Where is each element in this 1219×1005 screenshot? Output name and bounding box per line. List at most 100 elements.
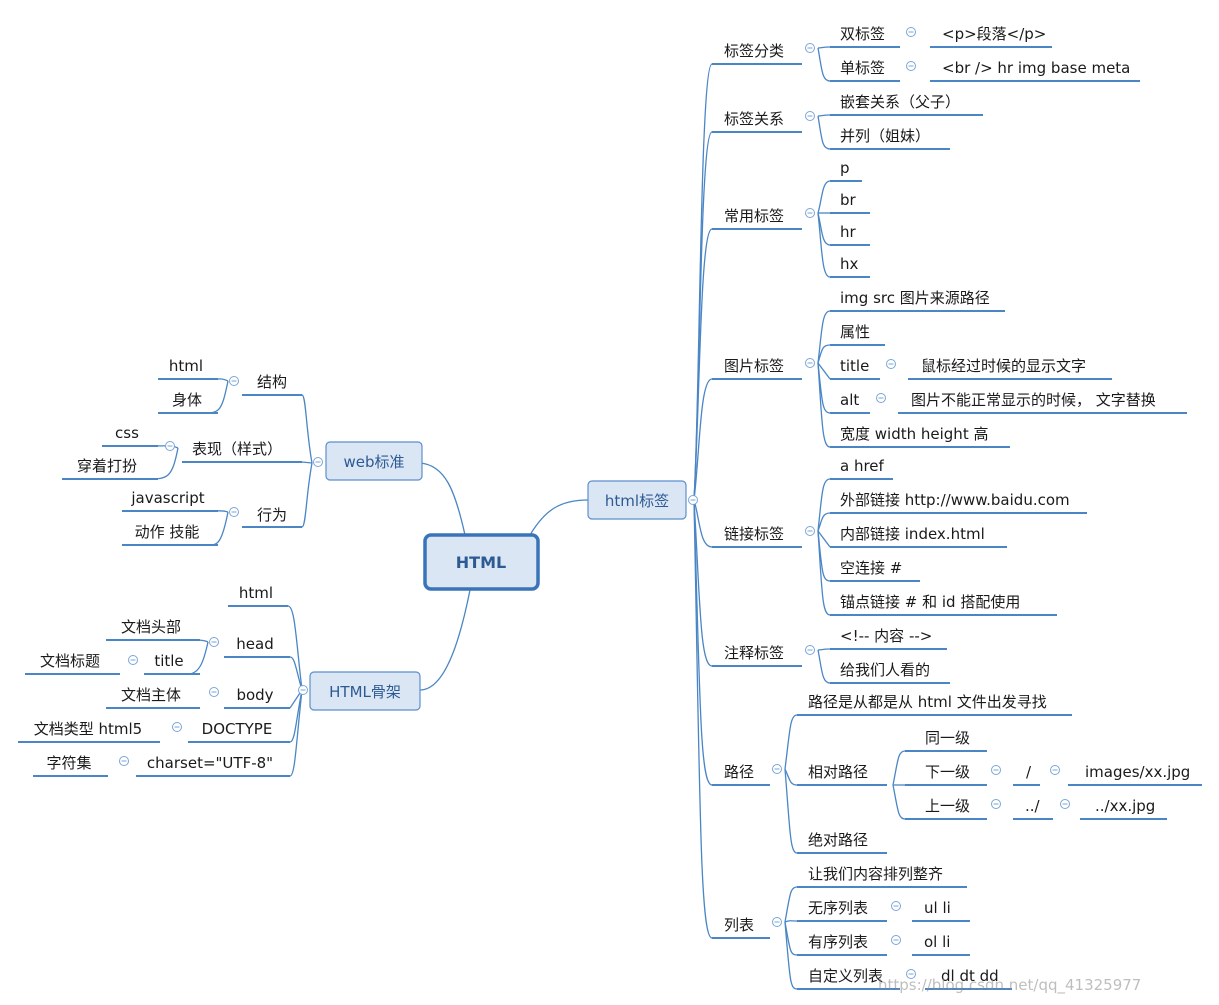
collapse-toggle-icon[interactable] (229, 376, 239, 386)
node-img-size: 宽度 width height 高 (840, 425, 988, 443)
node-same-level: 同一级 (925, 729, 970, 747)
node-html-skeleton[interactable]: HTML骨架 (309, 671, 421, 711)
node-img-title-desc: 鼠标经过时候的显示文字 (921, 357, 1086, 375)
node-down-example: images/xx.jpg (1085, 763, 1190, 781)
node-structure-body: 身体 (172, 391, 202, 409)
collapse-toggle-icon[interactable] (165, 441, 175, 451)
node-path: 路径 (724, 763, 754, 781)
collapse-toggle-icon[interactable] (805, 208, 815, 218)
node-charset: charset="UTF-8" (147, 754, 273, 772)
node-link-external: 外部链接 http://www.baidu.com (840, 491, 1070, 509)
node-charset-value: 字符集 (46, 754, 91, 772)
node-double-tag-example: <p>段落</p> (942, 25, 1046, 43)
collapse-toggle-icon[interactable] (128, 655, 138, 665)
node-presentation-css: css (115, 424, 139, 442)
node-absolute-path: 绝对路径 (808, 831, 868, 849)
collapse-toggle-icon[interactable] (906, 61, 916, 71)
node-doctype: DOCTYPE (202, 720, 273, 738)
node-path-intro: 路径是从都是从 html 文件出发寻找 (808, 693, 1047, 711)
root-node[interactable]: HTML (423, 533, 540, 591)
collapse-toggle-icon[interactable] (209, 637, 219, 647)
collapse-toggle-icon[interactable] (991, 765, 1001, 775)
node-list-intro: 让我们内容排列整齐 (808, 865, 943, 883)
node-body: body (236, 686, 273, 704)
collapse-toggle-icon[interactable] (772, 764, 782, 774)
collapse-toggle-icon[interactable] (313, 457, 323, 467)
collapse-toggle-icon[interactable] (229, 507, 239, 517)
node-html-skeleton-label: HTML骨架 (329, 683, 401, 701)
node-ul-value: ul li (924, 899, 951, 917)
collapse-toggle-icon[interactable] (805, 43, 815, 53)
collapse-toggle-icon[interactable] (805, 645, 815, 655)
node-link-tag: 链接标签 (724, 525, 784, 543)
node-comment-syntax: <!-- 内容 --> (840, 627, 932, 645)
node-down-sep: / (1026, 763, 1032, 781)
node-common-tags: 常用标签 (724, 207, 784, 225)
node-presentation-dress: 穿着打扮 (77, 457, 137, 475)
node-img-title: title (840, 357, 869, 375)
node-parallel: 并列（姐妹） (840, 127, 930, 145)
node-img-alt-desc: 图片不能正常显示的时候， 文字替换 (911, 391, 1156, 409)
node-tag-category: 标签分类 (724, 42, 784, 60)
node-doc-body: 文档主体 (121, 686, 181, 704)
node-underlines (18, 46, 1202, 990)
node-ul: 无序列表 (808, 899, 868, 917)
collapse-toggle-icon[interactable] (172, 722, 182, 732)
node-image-tag: 图片标签 (724, 357, 784, 375)
node-double-tag: 双标签 (840, 25, 885, 43)
collapse-toggle-icon[interactable] (891, 901, 901, 911)
node-title: title (154, 652, 183, 670)
node-up-level: 上一级 (925, 797, 970, 815)
node-html-tags[interactable]: html标签 (587, 480, 687, 520)
node-behavior-js: javascript (130, 489, 204, 507)
collapse-toggle-icon[interactable] (886, 359, 896, 369)
node-common-hr: hr (840, 223, 857, 241)
node-single-tag: 单标签 (840, 59, 885, 77)
collapse-toggle-icon[interactable] (772, 917, 782, 927)
node-tag-relation: 标签关系 (724, 110, 784, 128)
collapse-toggle-icon[interactable] (805, 111, 815, 121)
node-presentation: 表现（样式） (192, 440, 282, 458)
node-list: 列表 (724, 916, 754, 934)
watermark: https://blog.csdn.net/qq_41325977 (878, 976, 1142, 994)
node-behavior: 行为 (257, 506, 287, 524)
node-ol: 有序列表 (808, 933, 868, 951)
node-ol-value: ol li (924, 933, 950, 951)
node-nesting: 嵌套关系（父子） (840, 93, 960, 111)
collapse-toggle-icon[interactable] (906, 27, 916, 37)
node-img-alt: alt (840, 391, 859, 409)
node-comment-purpose: 给我们人看的 (840, 661, 930, 679)
node-behavior-action: 动作 技能 (135, 523, 200, 541)
node-link-ahref: a href (840, 457, 885, 475)
node-down-level: 下一级 (925, 763, 970, 781)
collapse-toggle-icon[interactable] (876, 393, 886, 403)
root-label: HTML (456, 553, 506, 572)
node-img-attr: 属性 (840, 323, 870, 341)
node-common-br: br (840, 191, 857, 209)
node-structure-html: html (169, 357, 203, 375)
node-doc-head: 文档头部 (121, 618, 181, 636)
node-doc-title: 文档标题 (40, 652, 100, 670)
collapse-toggle-icon[interactable] (688, 495, 698, 505)
node-comment-tag: 注释标签 (724, 644, 784, 662)
connectors (147, 46, 906, 990)
node-relative-path: 相对路径 (808, 763, 868, 781)
collapse-toggle-icon[interactable] (891, 935, 901, 945)
node-web-standard-label: web标准 (343, 453, 404, 471)
collapse-toggle-icon[interactable] (209, 687, 219, 697)
collapse-toggle-icon[interactable] (906, 969, 916, 979)
node-link-anchor: 锚点链接 # 和 id 搭配使用 (840, 593, 1020, 611)
collapse-toggle-icon[interactable] (991, 799, 1001, 809)
collapse-toggle-icon[interactable] (298, 685, 308, 695)
collapse-toggle-icon[interactable] (805, 358, 815, 368)
node-img-src: img src 图片来源路径 (840, 289, 990, 307)
collapse-toggle-icon[interactable] (805, 526, 815, 536)
node-dl: 自定义列表 (808, 967, 883, 985)
node-web-standard[interactable]: web标准 (325, 441, 423, 481)
collapse-toggle-icon[interactable] (1050, 765, 1060, 775)
node-single-tag-example: <br /> hr img base meta (942, 59, 1130, 77)
collapse-toggle-icon[interactable] (119, 756, 129, 766)
node-up-example: ../xx.jpg (1095, 797, 1155, 815)
collapse-toggle-icon[interactable] (1060, 799, 1070, 809)
